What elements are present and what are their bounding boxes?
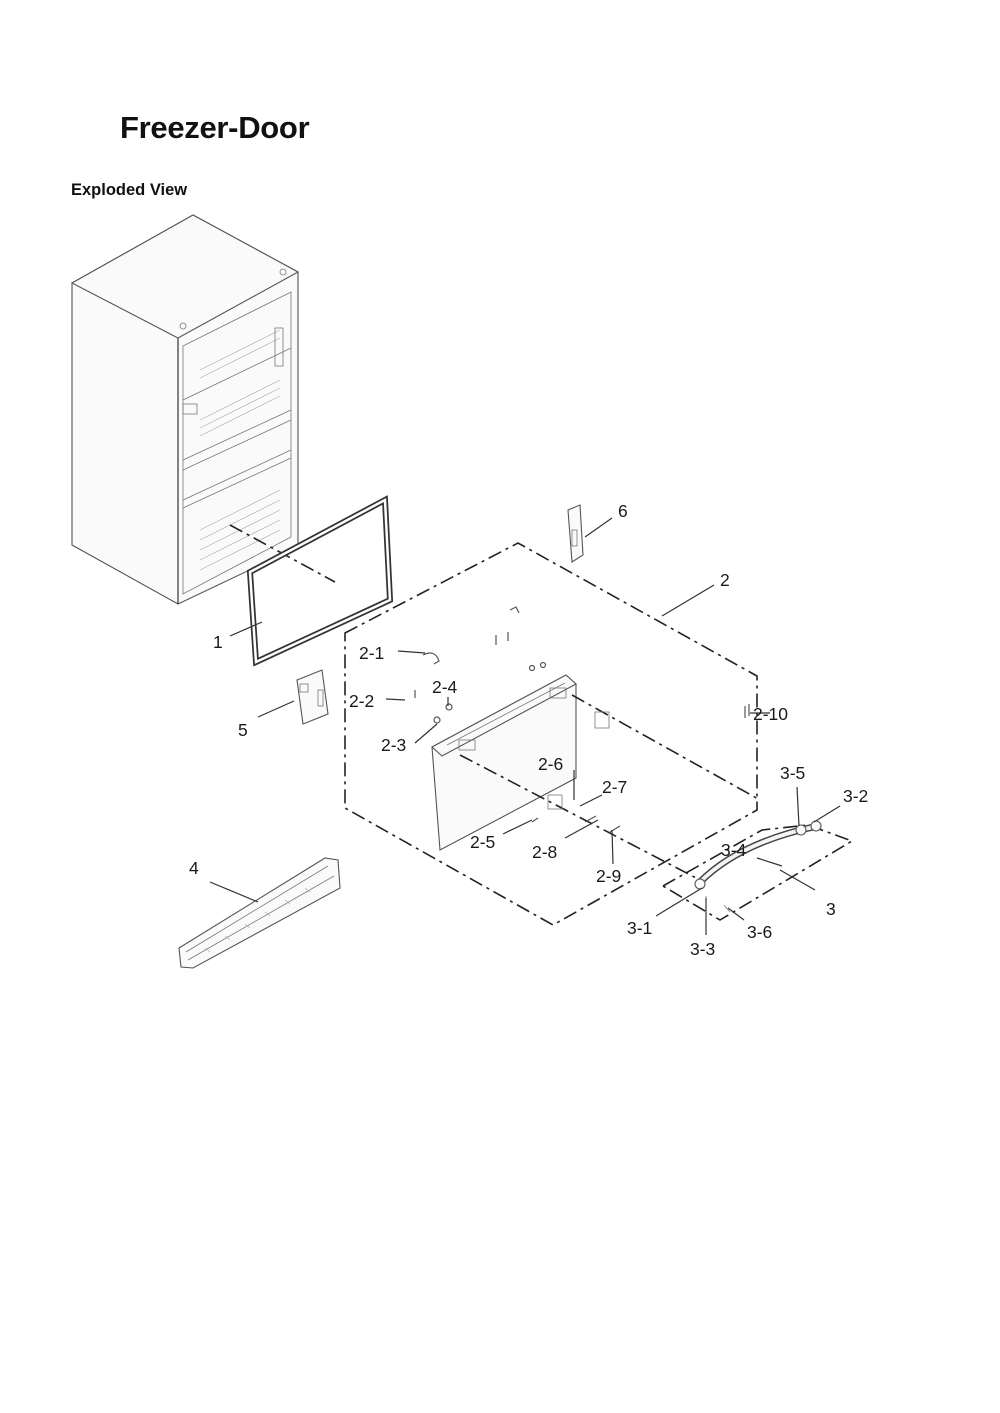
callout-2-3: 2-3 bbox=[381, 735, 406, 755]
callout-6: 6 bbox=[618, 501, 628, 521]
callout-1: 1 bbox=[213, 632, 223, 652]
callout-2-6: 2-6 bbox=[538, 754, 563, 774]
leader-lines bbox=[209, 517, 841, 935]
callout-2-7: 2-7 bbox=[602, 777, 627, 797]
callout-4: 4 bbox=[189, 858, 199, 878]
refrigerator-cabinet bbox=[70, 214, 300, 605]
callout-3-3: 3-3 bbox=[690, 939, 715, 959]
callout-2-1: 2-1 bbox=[359, 643, 384, 663]
callout-3-6: 3-6 bbox=[747, 922, 772, 942]
freezer-drawer-handle bbox=[178, 857, 341, 969]
door-assembly-boundary bbox=[344, 542, 758, 926]
callout-5: 5 bbox=[238, 720, 248, 740]
page-title: Freezer-Door bbox=[120, 110, 310, 145]
callout-2-5: 2-5 bbox=[470, 832, 495, 852]
hardware-parts bbox=[414, 606, 750, 833]
callout-2-4: 2-4 bbox=[432, 677, 458, 697]
callout-labels: 1 2 2-1 2-2 2-3 2-4 2-5 2-6 2-7 2-8 2-9 … bbox=[189, 501, 868, 959]
door-panel bbox=[431, 674, 761, 881]
handle-assembly bbox=[661, 820, 854, 921]
callout-2-8: 2-8 bbox=[532, 842, 557, 862]
callout-3: 3 bbox=[826, 899, 836, 919]
callout-3-2: 3-2 bbox=[843, 786, 868, 806]
callout-3-1: 3-1 bbox=[627, 918, 652, 938]
lower-hinge bbox=[296, 669, 329, 725]
callout-2: 2 bbox=[720, 570, 730, 590]
callout-2-2: 2-2 bbox=[349, 691, 374, 711]
callout-2-10: 2-10 bbox=[753, 704, 788, 724]
page-subtitle: Exploded View bbox=[71, 181, 188, 199]
door-gasket bbox=[246, 495, 394, 667]
upper-hinge bbox=[567, 504, 584, 563]
callout-3-4: 3-4 bbox=[721, 840, 747, 860]
callout-3-5: 3-5 bbox=[780, 763, 805, 783]
callout-2-9: 2-9 bbox=[596, 866, 621, 886]
